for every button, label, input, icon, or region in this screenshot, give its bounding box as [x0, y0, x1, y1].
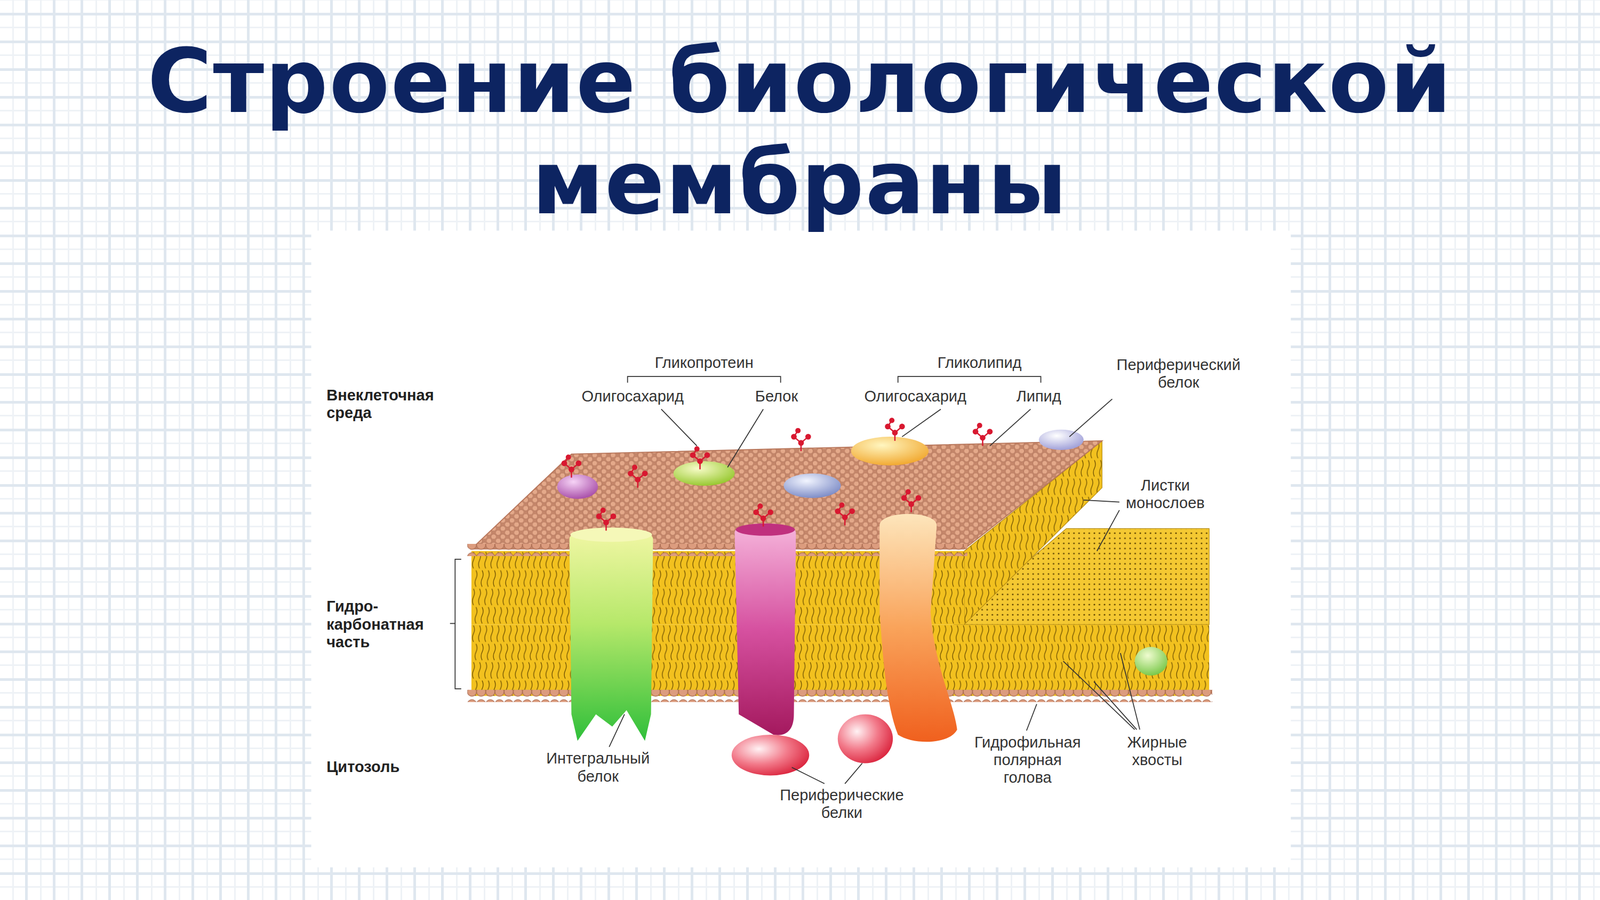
region-label: Гидро- карбонатная часть: [326, 597, 424, 652]
leader-line: [1069, 398, 1112, 437]
part-label: Периферические белки: [779, 786, 904, 823]
peripheral-protein: [1038, 429, 1084, 451]
peripheral-protein: [1134, 646, 1168, 676]
leader-line: [1093, 681, 1137, 730]
part-label: Олигосахарид: [581, 387, 684, 406]
leader-line: [989, 409, 1031, 446]
integral-proteins: [569, 514, 958, 742]
oligosaccharide: [627, 465, 648, 488]
leader-line: [1063, 661, 1135, 730]
oligosaccharide: [834, 502, 855, 526]
leader-line: [844, 763, 863, 784]
oligosaccharide: [561, 454, 582, 478]
head-surface: [471, 441, 1102, 550]
cytosol-proteins: [731, 646, 1168, 776]
leader-line: [727, 409, 764, 468]
leader-line: [1097, 510, 1120, 552]
part-label: Липид: [1016, 387, 1062, 406]
part-label: Периферический белок: [1116, 356, 1241, 392]
bracket: [898, 376, 1042, 383]
region-label: Цитозоль: [326, 758, 400, 776]
oligosaccharide: [753, 503, 774, 527]
region-label: Внеклеточная среда: [326, 386, 434, 423]
part-label: Олигосахарид: [864, 387, 967, 406]
part-label: Гликопротеин: [654, 354, 754, 372]
oligosaccharide: [790, 428, 811, 452]
peripheral-protein: [837, 714, 893, 764]
surface-proteins: [557, 429, 1084, 500]
oligosaccharide: [596, 507, 617, 531]
oligosaccharides: [561, 418, 994, 532]
white-panel: [311, 230, 1292, 868]
part-label: Гликолипид: [937, 354, 1022, 372]
peripheral-protein: [557, 474, 599, 500]
oligosaccharide: [901, 489, 922, 512]
peripheral-protein: [783, 473, 841, 499]
part-label: Интегральный белок: [546, 749, 650, 786]
protein-top: [735, 523, 795, 536]
oligosaccharide: [690, 446, 711, 470]
peripheral-protein: [851, 436, 929, 466]
oligosaccharide: [884, 418, 905, 442]
bracket: [627, 376, 781, 383]
part-label: Гидрофильная полярная голова: [974, 733, 1081, 788]
integral-protein: [879, 514, 957, 742]
leader-line: [901, 409, 941, 437]
integral-protein: [569, 528, 654, 741]
integral-protein: [734, 523, 797, 736]
part-label: Листки монослоев: [1125, 476, 1205, 513]
leader-line: [1026, 704, 1037, 732]
part-label: Жирные хвосты: [1127, 733, 1188, 770]
leader-line: [1083, 500, 1120, 503]
slide-title: Строение биологической мембраны: [21, 30, 1579, 234]
peripheral-protein: [673, 461, 735, 486]
leader-line: [609, 714, 625, 748]
leader-line: [792, 767, 825, 784]
part-label: Белок: [755, 387, 798, 406]
oligosaccharide: [972, 422, 994, 446]
leader-line: [1120, 653, 1140, 731]
brace: [450, 559, 462, 690]
leader-line: [661, 409, 698, 446]
peripheral-protein: [731, 734, 810, 776]
protein-top: [570, 527, 653, 542]
leader-lines: [450, 376, 1140, 784]
